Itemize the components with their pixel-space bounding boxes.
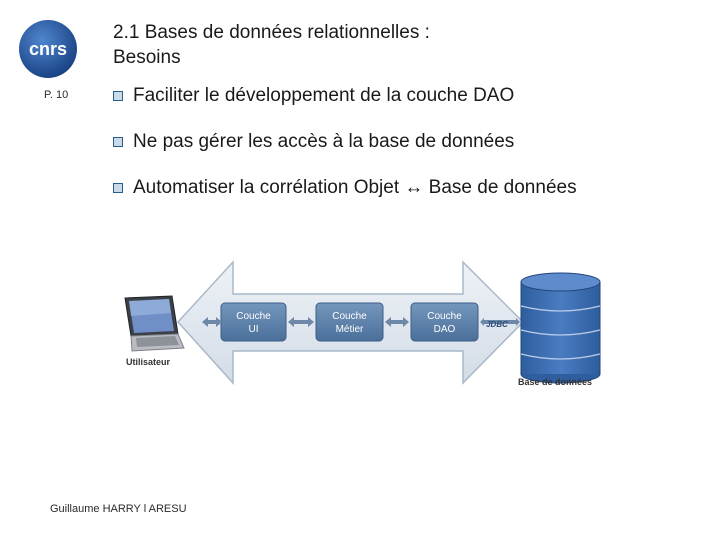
slide-title: 2.1 Bases de données relationnelles : Be…: [113, 20, 673, 70]
title-line-1: 2.1 Bases de données relationnelles :: [113, 22, 430, 43]
architecture-diagram: Couche UI Couche Métier Couche DAO JDBC: [118, 250, 608, 395]
bullet-text: Faciliter le développement de la couche …: [133, 85, 515, 106]
connector-arrow-icon: [288, 317, 314, 327]
footer-author: Guillaume HARRY l ARESU: [50, 503, 187, 515]
layer-box-ui: Couche UI: [220, 302, 287, 342]
laptop-icon: [124, 295, 185, 352]
bullet-item: Ne pas gérer les accès à la base de donn…: [113, 129, 653, 154]
connector-arrow-icon: [202, 317, 222, 327]
logo-text: cnrs: [29, 39, 67, 59]
layer-label: Couche: [236, 311, 271, 322]
square-bullet-icon: [113, 91, 123, 101]
square-bullet-icon: [113, 183, 123, 193]
bullet-item: Faciliter le développement de la couche …: [113, 83, 653, 108]
bullet-item: Automatiser la corrélation Objet ↔ Base …: [113, 175, 653, 200]
cnrs-logo: cnrs: [18, 19, 78, 79]
layer-label: DAO: [434, 324, 456, 335]
bullet-list: Faciliter le développement de la couche …: [113, 83, 653, 200]
layer-label: UI: [249, 324, 259, 335]
square-bullet-icon: [113, 137, 123, 147]
title-line-2: Besoins: [113, 47, 181, 68]
bullet-text: Ne pas gérer les accès à la base de donn…: [133, 131, 515, 152]
bullet-text: Automatiser la corrélation Objet ↔ Base …: [133, 177, 577, 198]
layer-label: Couche: [332, 311, 367, 322]
jdbc-label: JDBC: [486, 320, 508, 329]
database-icon: [520, 272, 601, 384]
connector-arrow-icon: [385, 317, 409, 327]
layer-box-dao: Couche DAO: [410, 302, 479, 342]
layer-label: Couche: [427, 311, 462, 322]
database-label: Base de données: [518, 377, 592, 387]
layer-box-metier: Couche Métier: [315, 302, 384, 342]
layer-label: Métier: [336, 324, 364, 335]
user-label: Utilisateur: [126, 357, 171, 367]
page-number: P. 10: [44, 89, 69, 101]
jdbc-connector: JDBC: [480, 318, 520, 329]
